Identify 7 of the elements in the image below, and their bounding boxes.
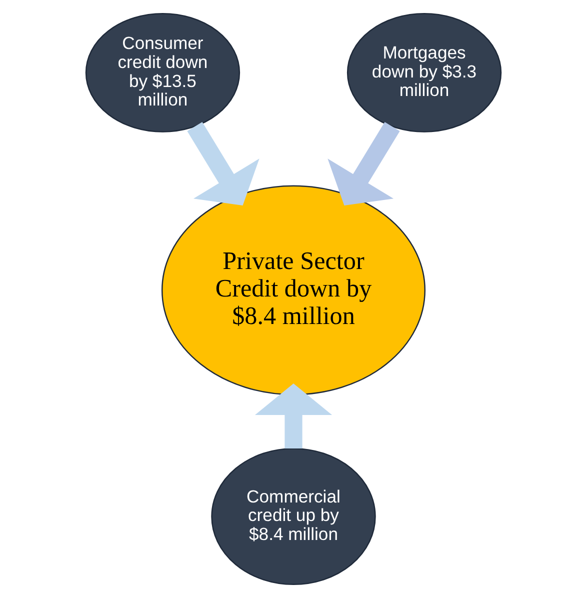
node-ellipse: Consumer credit down by $13.5 million bbox=[84, 12, 240, 132]
node-ellipse: Private Sector Credit down by $8.4 million bbox=[160, 185, 426, 396]
arrow bbox=[254, 383, 332, 448]
node-ellipse: Commercial credit up by $8.4 million bbox=[210, 448, 376, 586]
arrow bbox=[186, 122, 259, 206]
node-ellipse: Mortgages down by $3.3 million bbox=[346, 12, 502, 132]
arrow bbox=[327, 122, 400, 206]
